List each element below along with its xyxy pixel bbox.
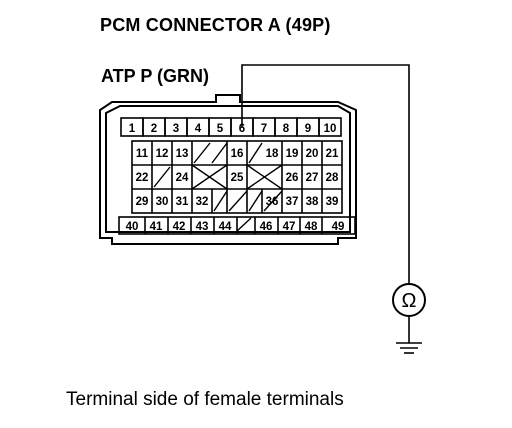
terminal-label: 39 (326, 196, 339, 208)
terminal-label: 36 (266, 196, 279, 208)
terminal-label: 26 (286, 172, 299, 184)
terminal-label: 11 (136, 148, 149, 160)
terminal-label: 44 (219, 221, 232, 233)
terminal-label: 31 (176, 196, 189, 208)
diagram-caption: Terminal side of female terminals (66, 389, 344, 410)
terminal-label: 8 (283, 123, 290, 135)
terminal-label: 32 (196, 196, 209, 208)
terminal-label: 46 (260, 221, 273, 233)
terminal-label: 9 (305, 123, 311, 135)
terminal-row-5 (118, 216, 356, 235)
terminal-label: 13 (176, 148, 189, 160)
terminal-labels: 1 2 3 4 5 6 7 8 9 10 11 12 13 16 18 19 2… (126, 123, 345, 233)
terminal-label: 22 (136, 172, 149, 184)
terminal-label: 4 (195, 123, 202, 135)
ground-icon (396, 342, 422, 354)
connector-title: PCM CONNECTOR A (49P) (100, 15, 331, 35)
wire-label: ATP P (GRN) (101, 66, 210, 86)
terminal-label: 38 (306, 196, 319, 208)
terminal-label: 12 (156, 148, 169, 160)
terminal-label: 7 (261, 123, 267, 135)
terminal-label: 18 (266, 148, 279, 160)
terminal-label: 6 (239, 123, 245, 135)
terminal-label: 47 (283, 221, 296, 233)
terminal-label: 3 (173, 123, 179, 135)
terminal-label: 42 (173, 221, 186, 233)
terminal-label: 5 (217, 123, 224, 135)
terminal-label: 37 (286, 196, 299, 208)
terminal-label: 43 (196, 221, 209, 233)
ohmmeter-icon: Ω (392, 283, 426, 317)
terminal-label: 2 (151, 123, 157, 135)
terminal-label: 28 (326, 172, 339, 184)
terminal-grid-middle (131, 140, 343, 214)
ohm-symbol: Ω (402, 290, 417, 312)
terminal-label: 27 (306, 172, 319, 184)
terminal-label: 40 (126, 221, 139, 233)
terminal-label: 1 (129, 123, 136, 135)
terminal-label: 16 (231, 148, 244, 160)
terminal-label: 25 (231, 172, 244, 184)
terminal-label: 41 (150, 221, 163, 233)
terminal-label: 20 (306, 148, 319, 160)
blank-cavity-markers (153, 142, 283, 233)
terminal-label: 30 (156, 196, 169, 208)
connector-housing (99, 94, 357, 245)
terminal-label: 10 (324, 123, 337, 135)
terminal-label: 19 (286, 148, 299, 160)
terminal-label: 48 (305, 221, 318, 233)
terminal-label: 21 (326, 148, 339, 160)
terminal-label: 29 (136, 196, 149, 208)
terminal-label: 49 (332, 221, 345, 233)
terminal-label: 24 (176, 172, 189, 184)
test-lead-wire (241, 64, 410, 284)
